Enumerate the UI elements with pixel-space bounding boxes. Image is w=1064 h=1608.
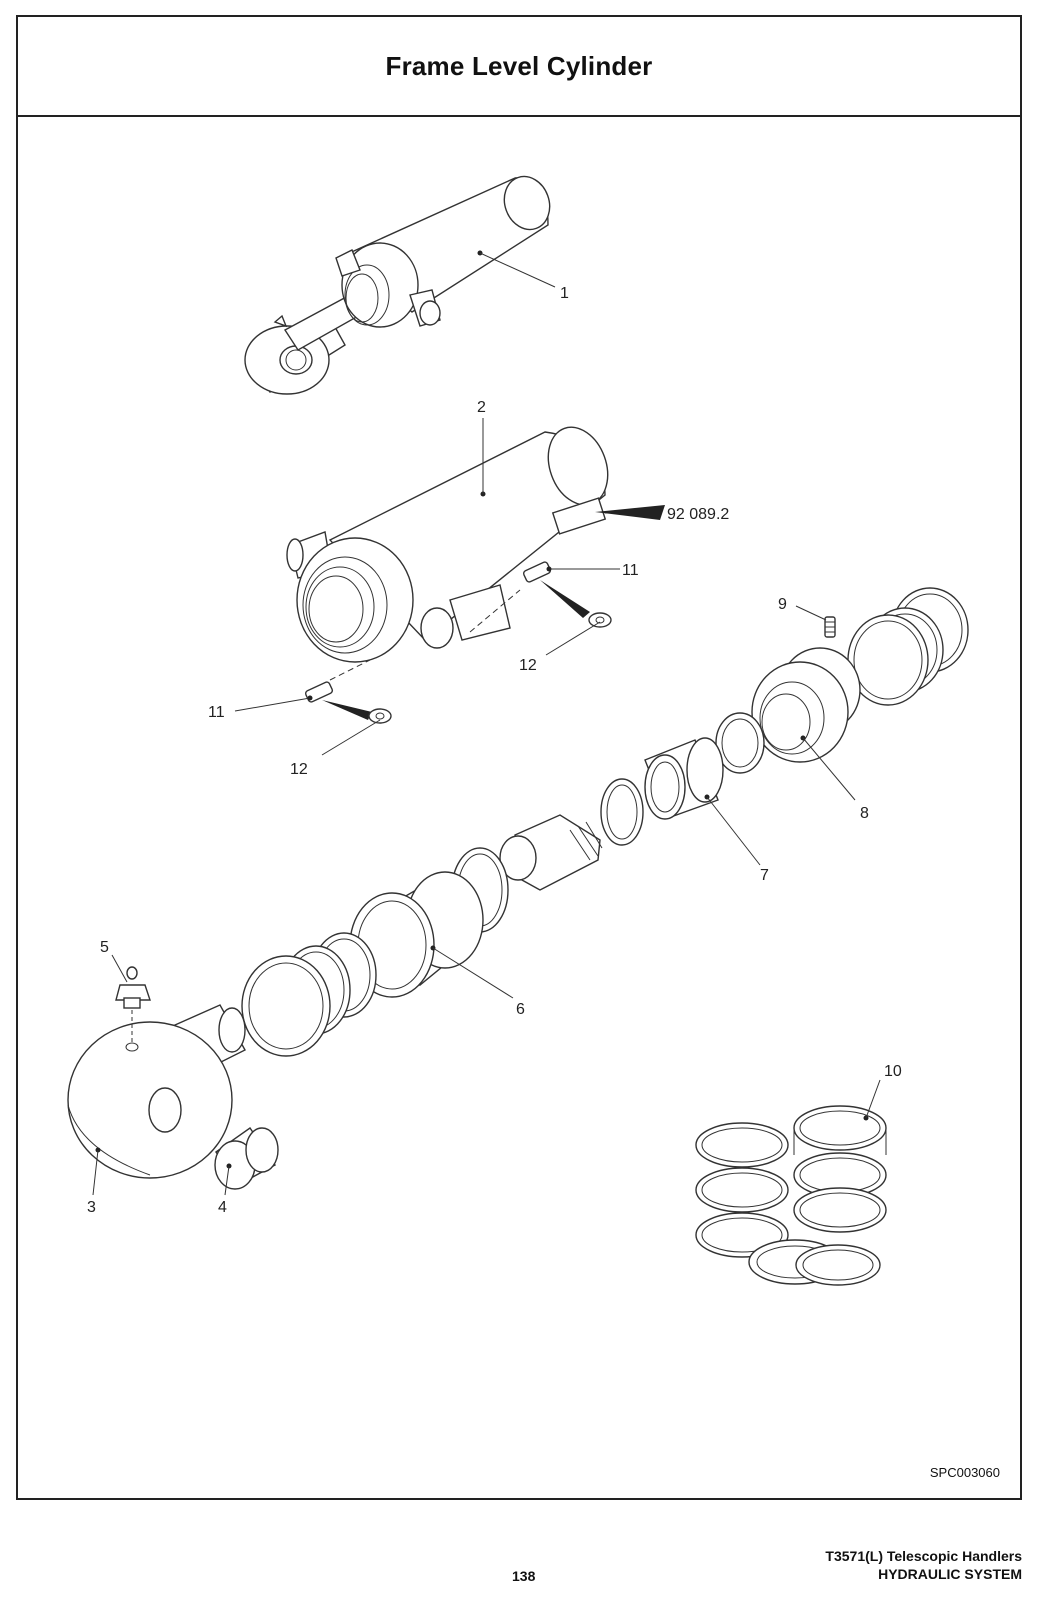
callout-10: 10: [884, 1063, 902, 1080]
callout-9: 9: [778, 596, 787, 613]
page-frame: Frame Level Cylinder: [16, 15, 1022, 1500]
part-7-spacer: [600, 737, 761, 866]
part-4-bushing: [214, 1127, 279, 1196]
page-number: 138: [512, 1568, 536, 1584]
callout-2: 2: [477, 399, 486, 416]
page-title: Frame Level Cylinder: [385, 50, 653, 81]
title-bar: Frame Level Cylinder: [18, 17, 1020, 117]
rod-end: [499, 814, 603, 891]
part-11-fitting-lower: [234, 681, 372, 720]
part-1-assembled-cylinder: [244, 175, 551, 395]
part-5-grease-nipple: [111, 954, 151, 1044]
footer-section: HYDRAULIC SYSTEM: [878, 1566, 1022, 1582]
part-3-cap-end: [67, 1004, 246, 1196]
callout-3: 3: [87, 1199, 96, 1216]
drawing-code: SPC003060: [929, 1465, 1000, 1480]
part-6-gland: [241, 847, 514, 1057]
part-11-fitting-upper: [522, 561, 620, 618]
callout-4: 4: [218, 1199, 227, 1216]
callout-1: 1: [560, 285, 569, 302]
part-8-piston: [715, 587, 969, 801]
callout-6: 6: [516, 1001, 525, 1018]
part-12-washer-upper: [545, 612, 612, 656]
callout-12-upper: 12: [519, 657, 537, 674]
callout-11-upper: 11: [622, 562, 639, 579]
part-10-seal-kit: [695, 1079, 887, 1286]
part-9-bleed-screw: [795, 605, 836, 638]
label-reference: 92 089.2: [667, 506, 729, 523]
part-12-washer-lower: [321, 708, 392, 756]
callout-7: 7: [760, 867, 769, 884]
part-2-barrel: [286, 426, 665, 663]
callout-12-lower: 12: [290, 761, 308, 778]
footer-product: T3571(L) Telescopic Handlers: [825, 1548, 1022, 1564]
footer-info: T3571(L) Telescopic Handlers HYDRAULIC S…: [825, 1547, 1022, 1583]
callout-11-lower: 11: [208, 704, 225, 721]
callout-5: 5: [100, 939, 109, 956]
callout-8: 8: [860, 805, 869, 822]
